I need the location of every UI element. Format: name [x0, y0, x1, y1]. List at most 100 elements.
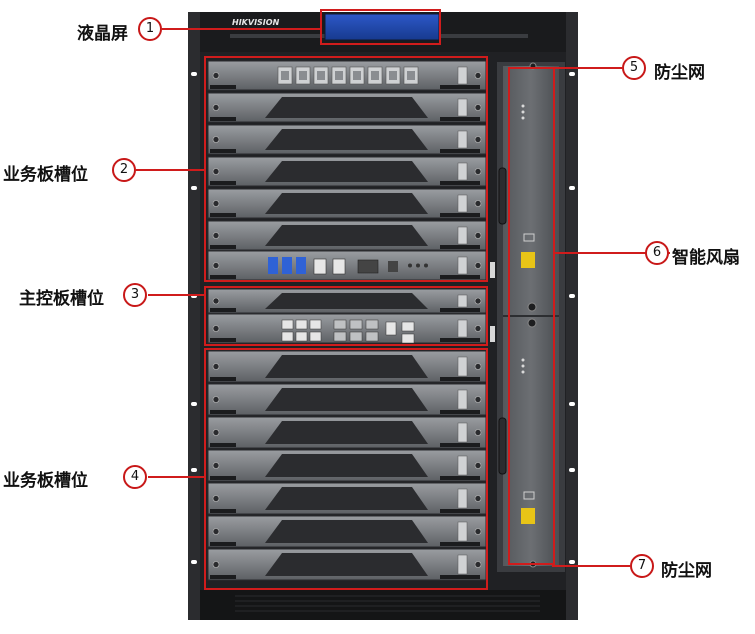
- card-label-plate: [457, 226, 468, 245]
- card-label-plate: [457, 256, 468, 275]
- card-ejector-left: [210, 213, 236, 217]
- card-label-plate: [457, 356, 468, 377]
- card-label-plate: [457, 554, 468, 575]
- fan-handle-upper: [498, 167, 507, 225]
- highlight-service-lower: [204, 348, 488, 590]
- card-screw-left: [212, 104, 220, 111]
- card-screw-right: [474, 429, 482, 436]
- card-screw-right: [474, 168, 482, 175]
- card-screw-left: [212, 168, 220, 175]
- callout-7-number: 7: [630, 554, 654, 578]
- fan-status-leds: [521, 104, 525, 374]
- card-ejector-left: [210, 338, 236, 342]
- card-screw-left: [212, 495, 220, 502]
- card-screw-left: [212, 297, 220, 305]
- line-card-lower-2: [207, 383, 487, 416]
- card-ejector-right: [440, 181, 480, 185]
- card-ejector-left: [210, 245, 236, 249]
- card-handle: [265, 129, 428, 150]
- card-handle: [265, 454, 428, 477]
- card-ejector-left: [210, 85, 236, 89]
- line-card-upper-3: [207, 124, 487, 155]
- callout-6-label: 智能风扇: [672, 248, 740, 268]
- sfp-port-inner: [299, 71, 307, 80]
- hdmi-port: [388, 261, 398, 272]
- sfp-port-inner: [335, 71, 343, 80]
- card-handle: [265, 293, 428, 309]
- warning-label-lower: [521, 508, 535, 524]
- mpu-rj45: [295, 331, 308, 342]
- line-card-lower-1: [207, 350, 487, 383]
- brand-logo: HIKVISION: [232, 18, 280, 27]
- line-card-upper-7: [207, 250, 487, 281]
- callout-5-label: 防尘网: [654, 63, 705, 83]
- card-ejector-right: [440, 410, 480, 414]
- card-ejector-right: [440, 275, 480, 279]
- upper-service-cards: [207, 60, 487, 281]
- card-ejector-right: [440, 443, 480, 447]
- callout-1-label: 液晶屏: [77, 24, 128, 44]
- card-ejector-left: [210, 509, 236, 513]
- jack: [416, 263, 420, 268]
- fan-icon-lower: [523, 491, 535, 500]
- card-ejector-right: [440, 476, 480, 480]
- sfp-port-inner: [371, 71, 379, 80]
- card-screw-left: [212, 561, 220, 568]
- card-ejector-left: [210, 275, 236, 279]
- serial-port: [357, 259, 379, 274]
- line-card-lower-7: [207, 548, 487, 581]
- card-ejector-left: [210, 443, 236, 447]
- card-screw-right: [474, 262, 482, 269]
- fan-screw-1: [527, 302, 537, 312]
- card-screw-right: [474, 396, 482, 403]
- card-screw-left: [212, 396, 220, 403]
- card-handle: [265, 161, 428, 182]
- lower-service-cards: [207, 350, 487, 581]
- mpu-rj45: [281, 319, 294, 330]
- card-handle: [265, 421, 428, 444]
- lcd-screen: [324, 13, 440, 41]
- mpu-usb: [385, 321, 397, 336]
- line-card-upper-1: [207, 60, 487, 91]
- mpu-rj45: [281, 331, 294, 342]
- usb-port: [282, 257, 292, 274]
- card-handle: [265, 520, 428, 543]
- card-label-plate: [457, 194, 468, 213]
- sfp-port-inner: [407, 71, 415, 80]
- usb-port: [296, 257, 306, 274]
- card-ejector-left: [210, 377, 236, 381]
- mpu-rj45: [309, 331, 322, 342]
- main-control-cards: [207, 288, 487, 344]
- sfp-port-inner: [281, 71, 289, 80]
- line-card-upper-2: [207, 92, 487, 123]
- mpu-sfp: [365, 319, 379, 330]
- card-ejector-right: [440, 213, 480, 217]
- fan-screw-2: [527, 318, 537, 328]
- card-ejector-left: [210, 308, 236, 312]
- card-label-plate: [457, 130, 468, 149]
- card-screw-right: [474, 232, 482, 239]
- line-card-lower-4: [207, 449, 487, 482]
- sfp-port-inner: [353, 71, 361, 80]
- fan-handle-lower: [498, 417, 507, 475]
- card-screw-right: [474, 72, 482, 79]
- rj45-port: [332, 258, 346, 275]
- card-ejector-right: [440, 245, 480, 249]
- card-screw-left: [212, 72, 220, 79]
- card-screw-left: [212, 262, 220, 269]
- card-handle: [265, 388, 428, 411]
- card-ejector-right: [440, 308, 480, 312]
- card-handle: [265, 553, 428, 576]
- jack: [408, 263, 412, 268]
- mpu-sfp: [349, 319, 363, 330]
- callout-7-label: 防尘网: [661, 561, 712, 581]
- card-label-plate: [457, 389, 468, 410]
- callout-4-label: 业务板槽位: [3, 471, 88, 491]
- slot-latch-upper: [490, 262, 495, 278]
- card-screw-left: [212, 200, 220, 207]
- mpu-console: [401, 333, 415, 344]
- card-faceplate: [207, 60, 487, 91]
- callout-1-number: 1: [138, 17, 162, 41]
- card-label-plate: [457, 521, 468, 542]
